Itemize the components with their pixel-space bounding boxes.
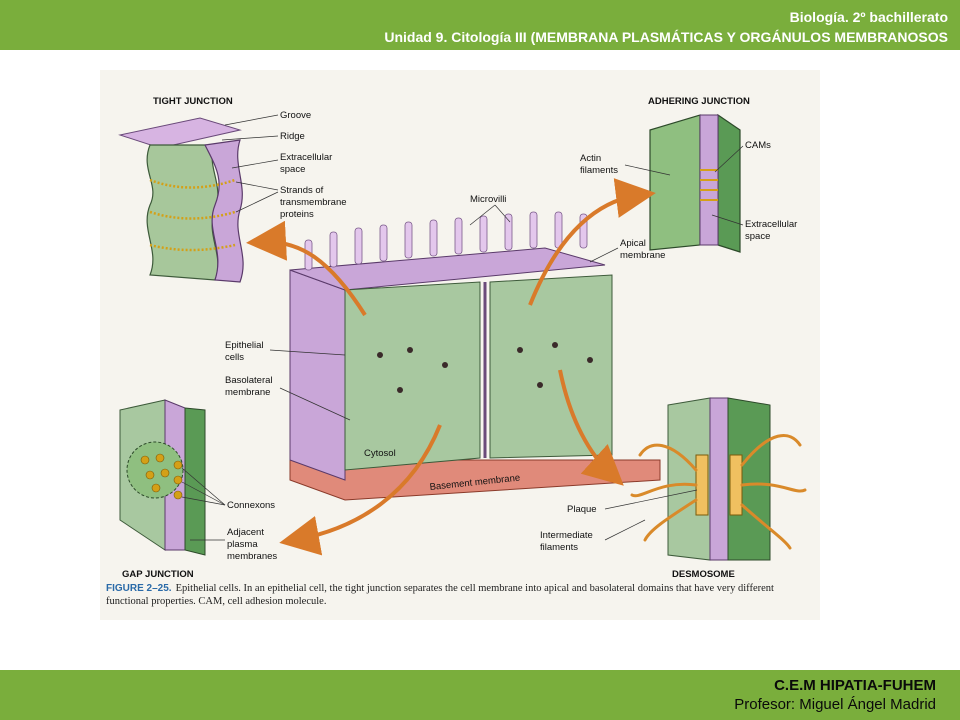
tj-label-strands: Strands of	[280, 185, 324, 196]
aj-label-extracellular: Extracellular	[745, 219, 797, 230]
epithelial-cells-illustration	[289, 247, 661, 501]
unit-title: Unidad 9. Citología III (MEMBRANA PLASMÁ…	[384, 29, 948, 45]
tj-label-transmembrane: transmembrane	[280, 197, 347, 208]
ds-label-intermediate: Intermediate	[540, 530, 593, 541]
tj-leader-lines	[221, 114, 279, 213]
ds-leader-lines	[604, 489, 698, 541]
aj-label-filaments: filaments	[580, 165, 618, 176]
label-cytosol: Cytosol	[364, 448, 396, 459]
tight-junction-title: TIGHT JUNCTION	[153, 96, 233, 107]
aj-label-space: space	[745, 231, 770, 242]
desmosome-title: DESMOSOME	[672, 569, 735, 580]
cytosol-dots	[377, 342, 593, 393]
gj-label-membranes: membranes	[227, 551, 277, 562]
label-epithelial: Epithelial	[225, 340, 264, 351]
tj-label-extracellular: Extracellular	[280, 152, 332, 163]
gj-label-adjacent: Adjacent	[227, 527, 264, 538]
school-name: C.E.M HIPATIA-FUHEM	[774, 677, 936, 694]
aj-label-cams: CAMs	[745, 140, 771, 151]
aj-leader-lines	[624, 145, 744, 226]
tj-label-proteins: proteins	[280, 209, 314, 220]
figure-caption: FIGURE 2–25.Epithelial cells. In an epit…	[106, 582, 806, 608]
tj-label-groove: Groove	[280, 110, 311, 121]
ds-label-plaque: Plaque	[567, 504, 597, 515]
tj-label-ridge: Ridge	[280, 131, 305, 142]
gj-leader-lines	[181, 467, 226, 541]
ds-label-filaments: filaments	[540, 542, 578, 553]
caption-text: Epithelial cells. In an epithelial cell,…	[106, 583, 774, 607]
gj-label-connexons: Connexons	[227, 500, 275, 511]
tight-junction-illustration	[118, 117, 244, 283]
adhering-junction-title: ADHERING JUNCTION	[648, 96, 750, 107]
teacher-name: Profesor: Miguel Ángel Madrid	[734, 696, 936, 713]
adhering-junction-illustration	[649, 113, 741, 253]
label-basolateral: Basolateral	[225, 375, 273, 386]
gap-junction-illustration	[119, 399, 206, 556]
center-leader-lines	[269, 204, 619, 421]
figure-label: FIGURE 2–25.	[106, 583, 172, 594]
label-apical: Apical	[620, 238, 646, 249]
course-title: Biología. 2º bachillerato	[789, 9, 948, 25]
footer-bar: C.E.M HIPATIA-FUHEM Profesor: Miguel Áng…	[0, 670, 960, 720]
header-bar: Biología. 2º bachillerato Unidad 9. Cito…	[0, 0, 960, 50]
desmosome-illustration	[630, 397, 807, 561]
aj-label-actin: Actin	[580, 153, 601, 164]
tj-label-space: space	[280, 164, 305, 175]
label-apical-membrane: membrane	[620, 250, 665, 261]
label-microvilli: Microvilli	[470, 194, 506, 205]
label-basolateral-membrane: membrane	[225, 387, 270, 398]
gap-junction-title: GAP JUNCTION	[122, 569, 194, 580]
label-cells: cells	[225, 352, 244, 363]
gj-label-plasma: plasma	[227, 539, 258, 550]
connector-arrows	[246, 178, 656, 556]
